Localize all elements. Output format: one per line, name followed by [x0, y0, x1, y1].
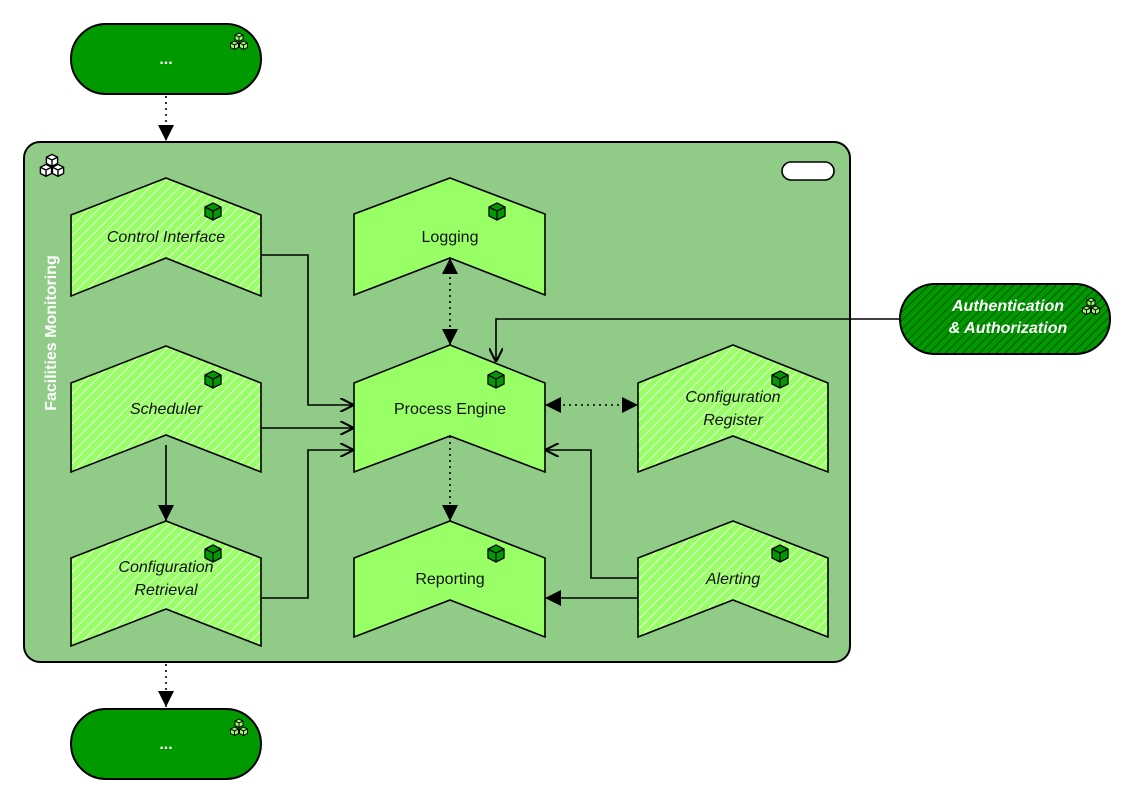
component-process-engine[interactable]: Process Engine	[353, 344, 546, 474]
component-configuration-register[interactable]: Configuration Register	[637, 344, 829, 474]
component-label: Alerting	[705, 571, 760, 588]
component-alerting[interactable]: Alerting	[637, 520, 829, 639]
component-cube-icon	[487, 544, 505, 563]
component-label-line2: Retrieval	[134, 582, 198, 599]
component-cube-icon	[488, 202, 506, 221]
external-component-auth[interactable]: Authentication & Authorization	[899, 283, 1111, 355]
external-top-label: ...	[159, 51, 172, 68]
component-cube-icon	[771, 370, 789, 389]
external-component-bottom[interactable]: ...	[70, 708, 262, 780]
component-reporting[interactable]: Reporting	[353, 520, 546, 639]
auth-label-line1: Authentication	[951, 298, 1064, 315]
component-label-line1: Configuration	[685, 389, 780, 406]
connector-alerting-to-engine	[545, 450, 638, 579]
connector-auth-to-engine	[496, 318, 902, 362]
auth-label-line2: & Authorization	[949, 320, 1068, 337]
component-scheduler[interactable]: Scheduler	[70, 345, 262, 474]
component-logging[interactable]: Logging	[353, 177, 546, 297]
component-label: Reporting	[415, 571, 484, 588]
component-cube-icon	[204, 202, 222, 221]
component-label: Control Interface	[107, 229, 225, 246]
component-configuration-retrieval[interactable]: Configuration Retrieval	[70, 520, 262, 648]
external-bottom-label: ...	[159, 736, 172, 753]
component-cube-icon	[487, 370, 505, 389]
component-label-line2: Register	[703, 412, 763, 429]
component-cube-icon	[204, 370, 222, 389]
component-label-line1: Configuration	[118, 559, 213, 576]
connector-retrieval-to-engine	[261, 450, 354, 599]
container-title: Facilities Monitoring	[43, 255, 60, 411]
component-label: Process Engine	[394, 401, 506, 418]
external-component-top[interactable]: ...	[70, 23, 262, 95]
component-cube-icon	[771, 544, 789, 563]
component-label: Scheduler	[130, 401, 203, 418]
connector-control-to-engine	[261, 254, 354, 405]
state-indicator-pill	[781, 161, 835, 181]
component-label: Logging	[422, 229, 479, 246]
component-control-interface[interactable]: Control Interface	[70, 177, 262, 298]
